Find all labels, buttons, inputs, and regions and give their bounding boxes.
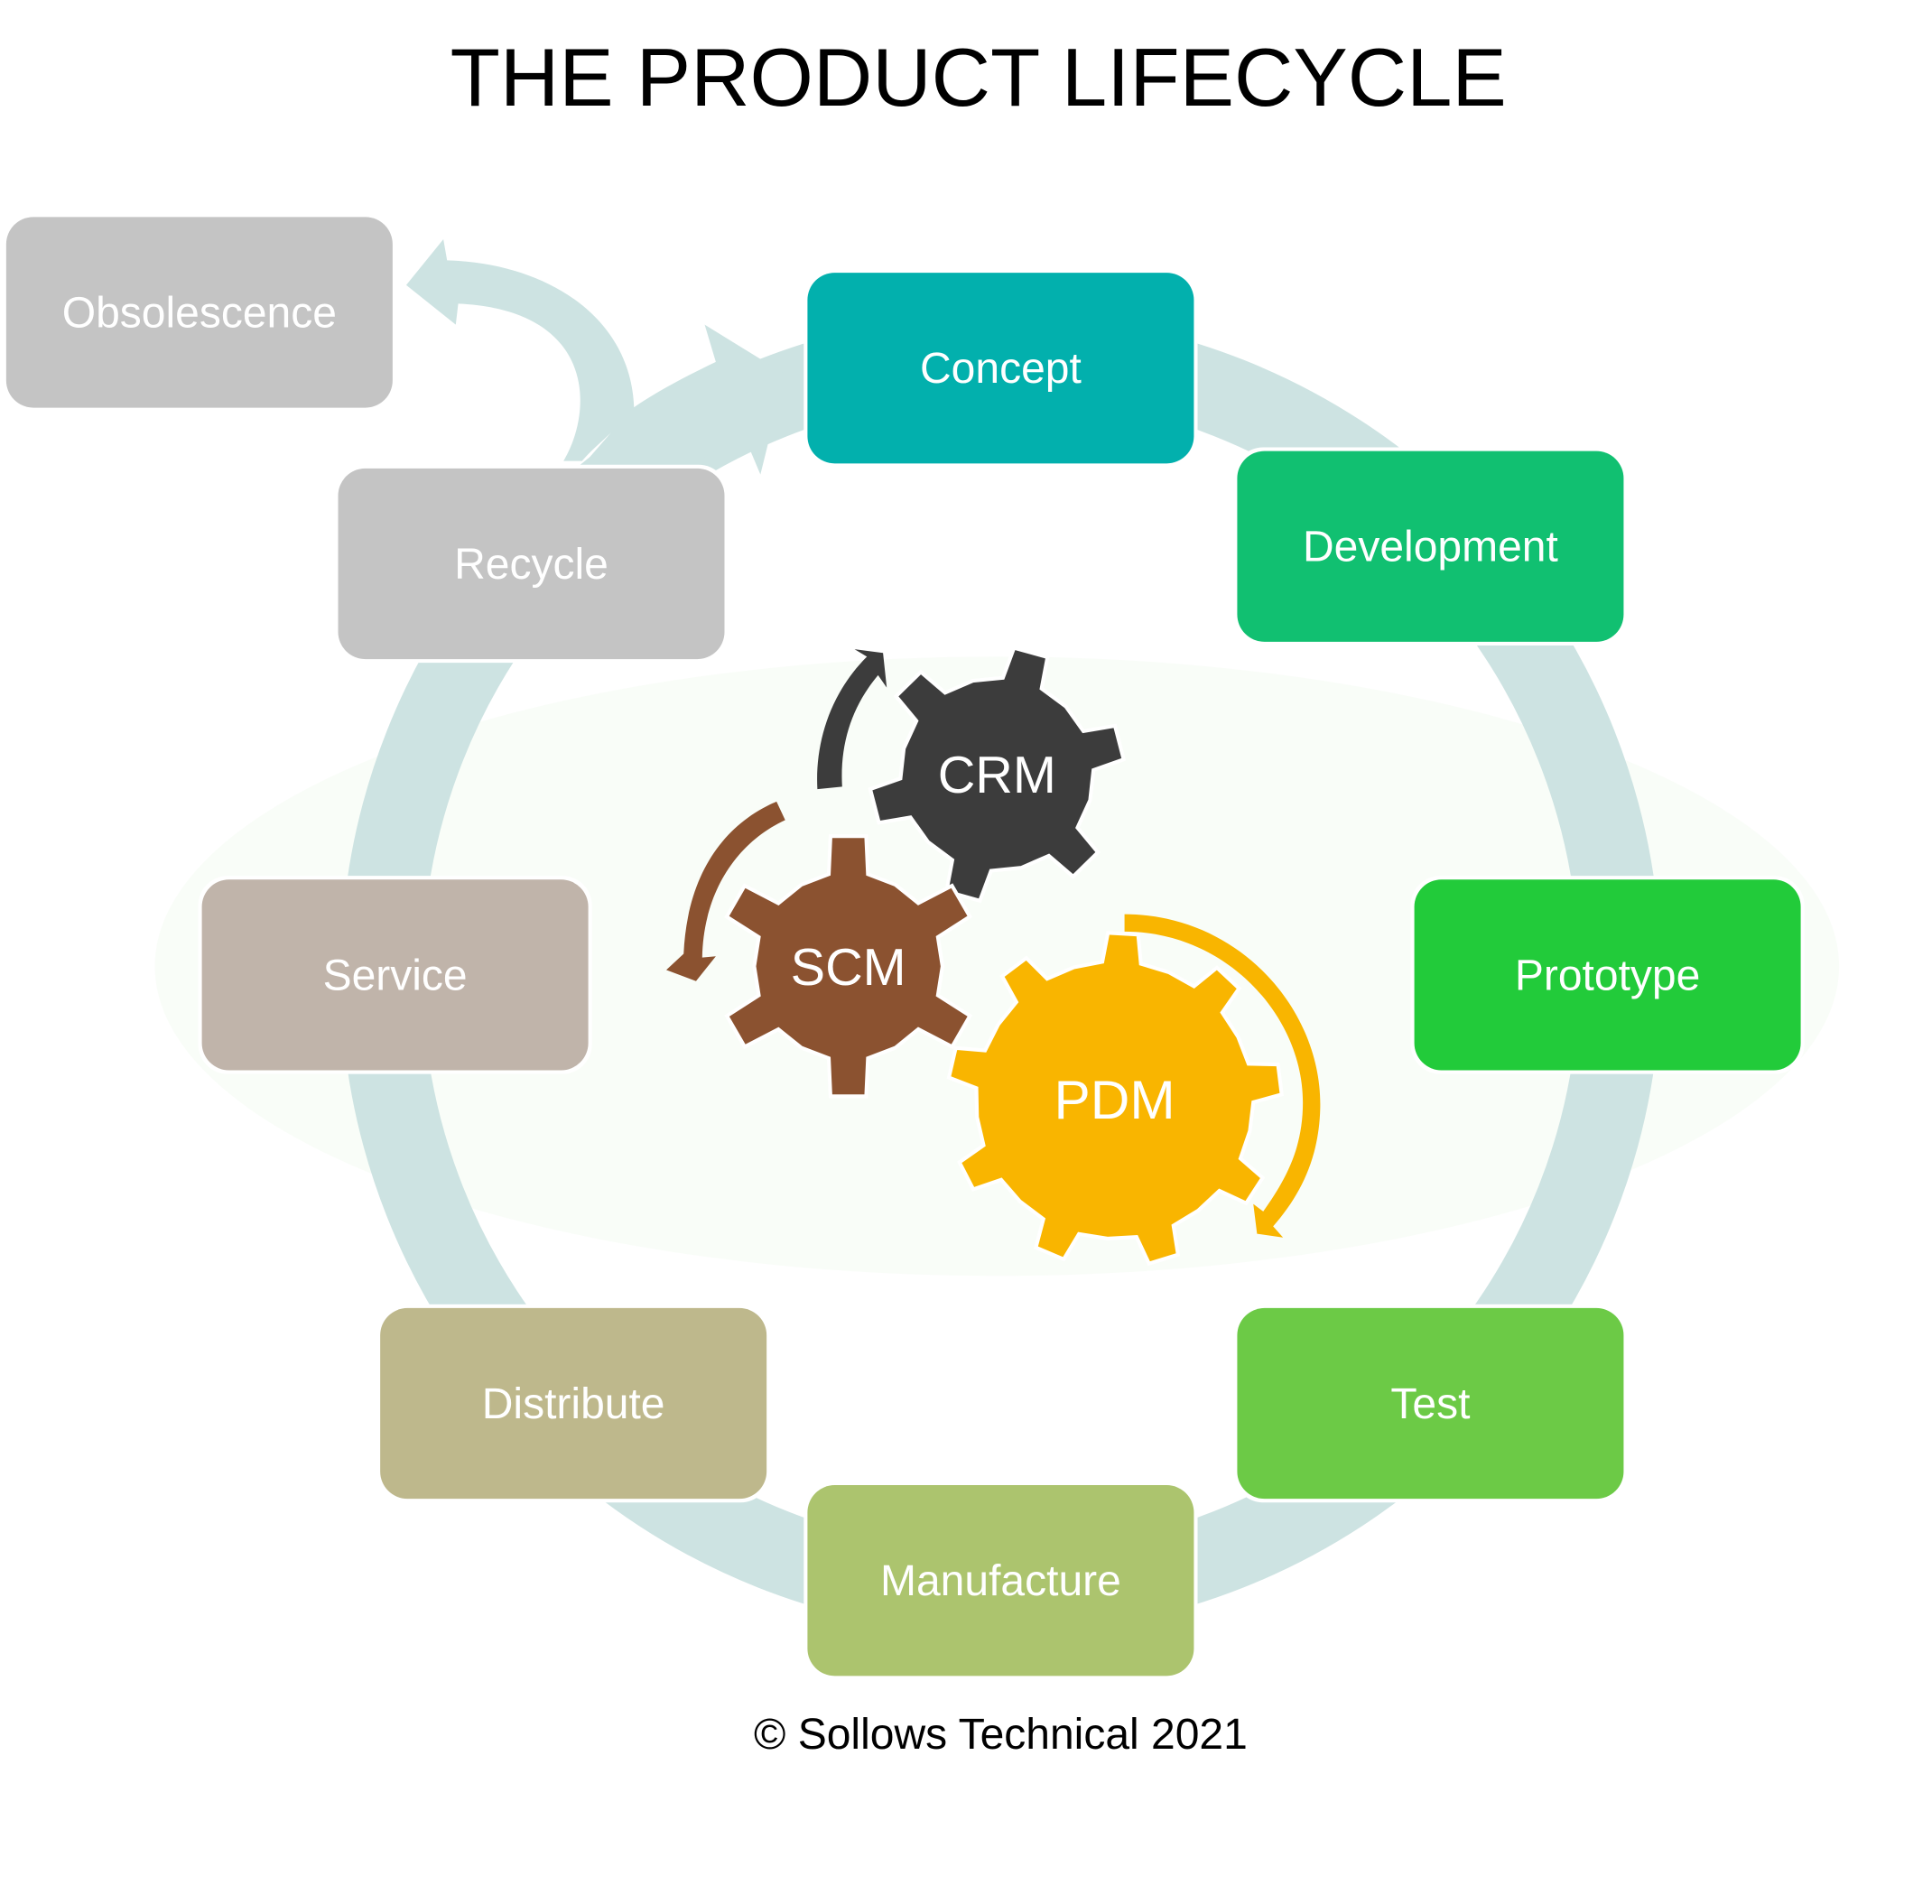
gear-pdm: PDM bbox=[946, 931, 1284, 1267]
arrow-to-obsolescence bbox=[405, 239, 635, 461]
stage-box bbox=[5, 217, 393, 408]
stage-label: Service bbox=[323, 952, 468, 999]
scm-rotation-arrow bbox=[666, 801, 785, 981]
gear-label: SCM bbox=[791, 939, 906, 997]
stage-label: Development bbox=[1303, 524, 1558, 571]
pdm-rotation-arrow bbox=[1124, 914, 1321, 1238]
gear-label: PDM bbox=[1054, 1069, 1175, 1130]
stage-label: Obsolescence bbox=[62, 289, 337, 337]
stage-box bbox=[201, 879, 589, 1071]
recycle-arrows bbox=[405, 239, 785, 475]
stage-box bbox=[807, 273, 1194, 464]
stage-recycle: Recycle bbox=[334, 464, 729, 664]
stage-label: Distribute bbox=[482, 1380, 665, 1428]
stage-box bbox=[380, 1307, 767, 1500]
crm-rotation-arrow bbox=[817, 649, 887, 790]
gear-icon bbox=[724, 834, 973, 1099]
stage-obsolescence: Obsolescence bbox=[2, 213, 396, 412]
stage-label: Test bbox=[1390, 1380, 1470, 1428]
gear-icon bbox=[868, 646, 1127, 904]
stage-development: Development bbox=[1233, 447, 1628, 646]
stage-box bbox=[1237, 450, 1624, 642]
stage-label: Concept bbox=[920, 345, 1082, 393]
stage-test: Test bbox=[1233, 1304, 1628, 1503]
gear-icon bbox=[946, 931, 1284, 1267]
stage-label: Recycle bbox=[454, 541, 608, 589]
stage-distribute: Distribute bbox=[376, 1304, 771, 1503]
stage-box bbox=[1237, 1307, 1624, 1500]
stage-box bbox=[1414, 879, 1801, 1071]
arrow-to-concept bbox=[581, 324, 785, 475]
stage-label: Manufacture bbox=[880, 1557, 1121, 1605]
stage-concept: Concept bbox=[803, 268, 1198, 468]
stage-label: Prototype bbox=[1515, 952, 1700, 999]
watermark-swoosh bbox=[154, 656, 1840, 1277]
copyright: © Sollows Technical 2021 bbox=[754, 1711, 1248, 1759]
stage-box bbox=[338, 468, 725, 660]
page-title: THE PRODUCT LIFECYCLE bbox=[450, 33, 1507, 124]
gear-label: CRM bbox=[938, 747, 1056, 804]
stage-manufacture: Manufacture bbox=[803, 1481, 1198, 1680]
watermark bbox=[154, 656, 1840, 1277]
stage-service: Service bbox=[198, 876, 592, 1074]
stage-box bbox=[807, 1485, 1194, 1676]
stage-prototype: Prototype bbox=[1410, 876, 1805, 1074]
gear-scm: SCM bbox=[724, 834, 973, 1099]
gear-crm: CRM bbox=[868, 646, 1127, 904]
